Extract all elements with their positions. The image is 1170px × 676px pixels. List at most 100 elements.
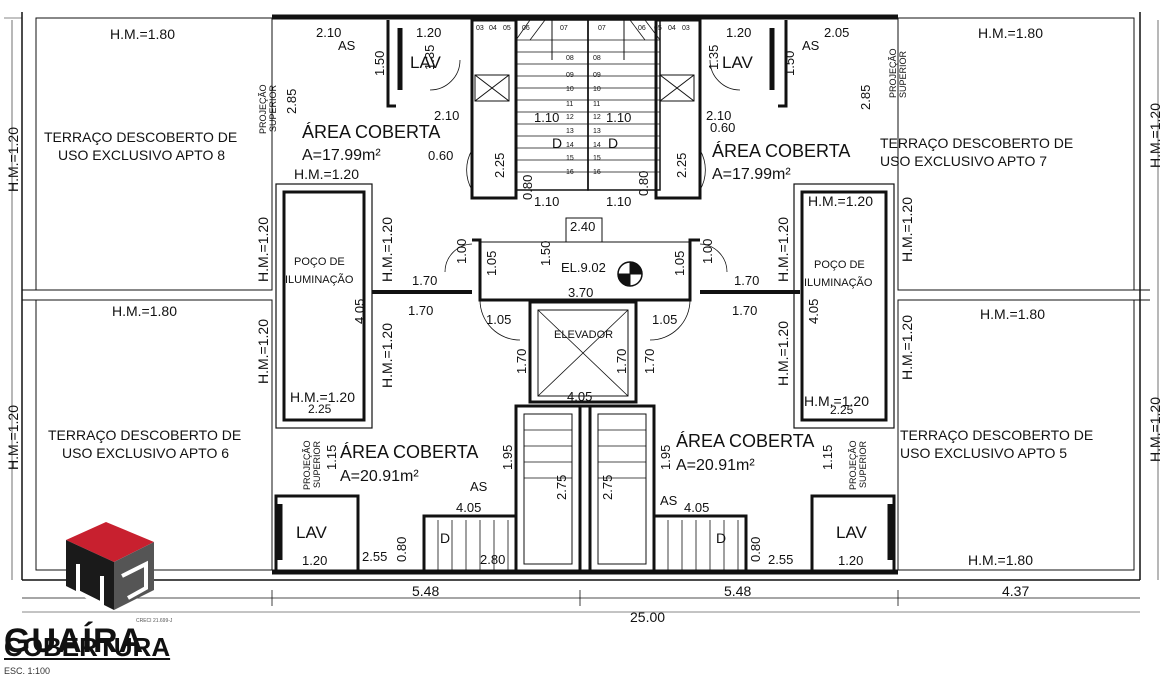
hm-label: H.M.=1.80	[968, 552, 1033, 568]
dim: 2.55	[362, 549, 387, 564]
elevation-label: EL.9.02	[561, 260, 606, 275]
poco-right-line2: ILUMINAÇÃO	[804, 276, 873, 289]
dim: 2.10	[706, 108, 731, 123]
as-label: AS	[338, 38, 356, 53]
hm-label-vertical: H.M.=1.20	[775, 321, 791, 386]
hm-label: H.M.=1.80	[110, 26, 175, 42]
dim-vertical: 1.70	[514, 349, 529, 374]
lav-label: LAV	[296, 523, 328, 542]
poco-right-line1: POÇO DE	[814, 259, 865, 271]
area-coberta-bl-area: A=20.91m²	[340, 468, 419, 485]
dim-vertical: 1.05	[672, 251, 687, 276]
step-num: 16	[566, 169, 574, 176]
area-coberta-tr-area: A=17.99m²	[712, 166, 791, 183]
dim-vertical: 4.05	[352, 299, 367, 324]
dim-vertical: 1.50	[538, 241, 553, 266]
dim: 2.55	[768, 552, 793, 567]
hm-label-vertical: H.M.=1.20	[5, 127, 21, 192]
step-num: 10	[566, 86, 574, 93]
title-block: GUAÍRA COBERTURA	[4, 622, 170, 662]
dim-vertical: 4.05	[806, 299, 821, 324]
dim: 1.10	[534, 194, 559, 209]
stair-steps-right: 06 05 04 03 07 08 09 10 11 12 13 14 15 1…	[593, 25, 690, 176]
hm-label-vertical: H.M.=1.20	[1147, 397, 1163, 462]
terrace-apto6-line2: USO EXCLUSIVO APTO 6	[62, 445, 229, 461]
dim: 1.20	[302, 553, 327, 568]
dim-vertical: 1.00	[454, 239, 469, 264]
dim: 1.10	[606, 110, 631, 125]
dim-bottom-437: 4.37	[1002, 583, 1029, 599]
dim: 0.60	[428, 148, 453, 163]
poco-left-line1: POÇO DE	[294, 256, 345, 268]
dim-vertical: 1.35	[422, 45, 437, 70]
lav-label: LAV	[722, 53, 754, 72]
dim: 1.20	[838, 553, 863, 568]
step-num: 11	[566, 101, 573, 108]
projecao-label: SUPERIOR	[312, 440, 322, 488]
step-num: 08	[593, 55, 601, 62]
hm-label-vertical: H.M.=1.20	[1147, 103, 1163, 168]
stair-down-label: D	[608, 135, 618, 151]
dim: 2.10	[434, 108, 459, 123]
dim: 2.25	[830, 403, 854, 417]
dim: 3.70	[568, 285, 593, 300]
drawing-scale: ESC. 1:100	[4, 666, 51, 676]
step-num: 08	[566, 55, 574, 62]
hm-label-vertical: H.M.=1.20	[379, 323, 395, 388]
projecao-label: SUPERIOR	[858, 440, 868, 488]
dim: 1.20	[416, 25, 441, 40]
dim-vertical: 2.85	[858, 85, 873, 110]
lav-label: LAV	[410, 53, 442, 72]
step-num: 09	[593, 72, 601, 79]
dim-vertical: 0.80	[748, 537, 763, 562]
dim: 2.25	[308, 402, 332, 416]
lav-label: LAV	[836, 523, 868, 542]
as-label: AS	[660, 493, 678, 508]
area-coberta-bl-title: ÁREA COBERTA	[340, 442, 478, 462]
dim-vertical: 1.00	[700, 239, 715, 264]
hm-label: H.M.=1.20	[290, 389, 355, 405]
step-num: 06	[522, 25, 530, 32]
hm-label: H.M.=1.20	[808, 193, 873, 209]
brand-name: GUAÍRA	[4, 622, 145, 660]
dim: 1.05	[486, 312, 511, 327]
dim-vertical: 0.80	[636, 171, 651, 196]
step-num: 15	[593, 155, 601, 162]
projecao-label: PROJEÇÃO	[848, 440, 858, 490]
area-coberta-br-title: ÁREA COBERTA	[676, 431, 814, 451]
dim-vertical: 0.80	[520, 175, 535, 200]
terrace-apto5-line1: TERRAÇO DESCOBERTO DE	[900, 427, 1093, 443]
dim-vertical: 1.95	[658, 445, 673, 470]
area-coberta-tr-title: ÁREA COBERTA	[712, 141, 850, 161]
step-num: 04	[668, 25, 676, 32]
as-label: AS	[802, 38, 820, 53]
projecao-label: PROJEÇÃO	[258, 84, 268, 134]
dim-vertical: 1.35	[706, 45, 721, 70]
step-num: 11	[593, 101, 600, 108]
dim-vertical: 2.85	[284, 89, 299, 114]
dim-bottom-548-right: 5.48	[724, 583, 751, 599]
dim-vertical: 1.50	[372, 51, 387, 76]
dim-total: 25.00	[630, 609, 665, 625]
step-num: 10	[593, 86, 601, 93]
dim: 4.05	[456, 500, 481, 515]
step-num: 05	[654, 25, 662, 32]
projecao-label: SUPERIOR	[268, 84, 278, 132]
dim-vertical: 1.15	[820, 445, 835, 470]
dim: 1.05	[652, 312, 677, 327]
dim: 1.10	[606, 194, 631, 209]
hm-label: H.M.=1.80	[112, 303, 177, 319]
dim-vertical: 0.80	[394, 537, 409, 562]
hm-label: H.M.=1.80	[978, 25, 1043, 41]
dim-vertical: 1.05	[484, 251, 499, 276]
stair-steps-left: 03 04 05 06 07 08 09 10 11 12 13 14 15 1…	[476, 25, 574, 176]
dim: 2.10	[316, 25, 341, 40]
step-num: 07	[598, 25, 606, 32]
drawing-title: COBERTURA	[4, 632, 171, 662]
elevator-label: ELEVADOR	[554, 329, 613, 341]
dim: 2.80	[480, 552, 505, 567]
projecao-label: PROJEÇÃO	[888, 48, 898, 98]
hm-label-vertical: H.M.=1.20	[899, 197, 915, 262]
step-num: 07	[560, 25, 568, 32]
